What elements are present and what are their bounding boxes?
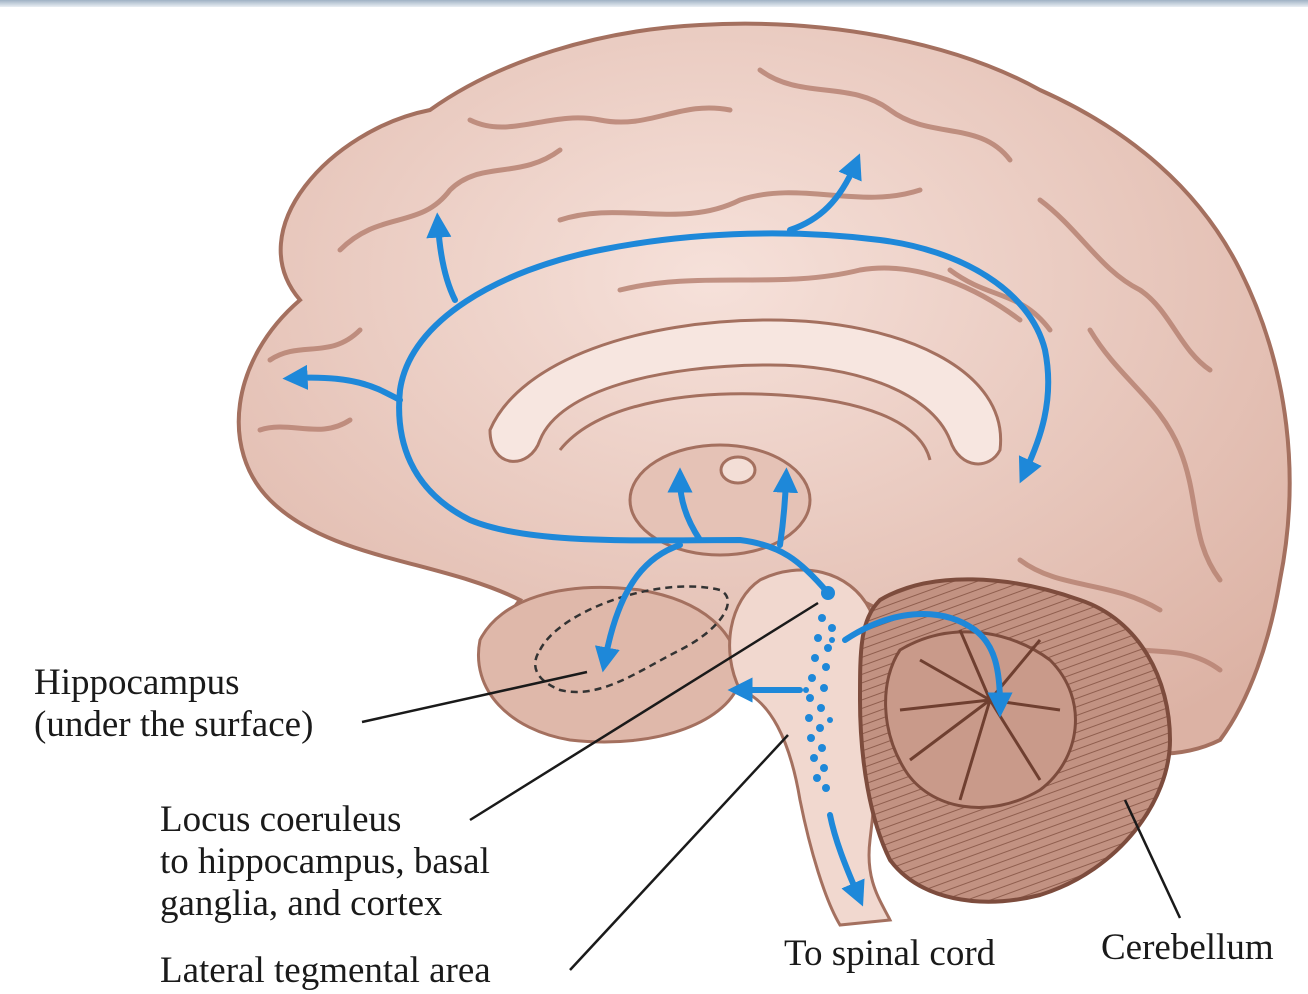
hippocampus-label: Hippocampus (under the surface) <box>34 662 313 746</box>
hippocampus-label-line2: (under the surface) <box>34 704 313 746</box>
cerebellum-leader <box>1125 800 1180 918</box>
locus-coeruleus-label: Locus coeruleus to hippocampus, basal ga… <box>160 799 490 925</box>
locus-label-line2: to hippocampus, basal <box>160 841 490 883</box>
temporal-lobe <box>478 587 740 741</box>
lateral-tegmental-leader <box>570 735 788 970</box>
locus-label-line1: Locus coeruleus <box>160 799 490 841</box>
spinal-cord-label: To spinal cord <box>784 933 995 975</box>
lateral-tegmental-area-label: Lateral tegmental area <box>160 950 491 992</box>
locus-label-line3: ganglia, and cortex <box>160 883 490 925</box>
hippocampus-label-line1: Hippocampus <box>34 662 313 704</box>
cerebellum-label: Cerebellum <box>1101 927 1274 969</box>
